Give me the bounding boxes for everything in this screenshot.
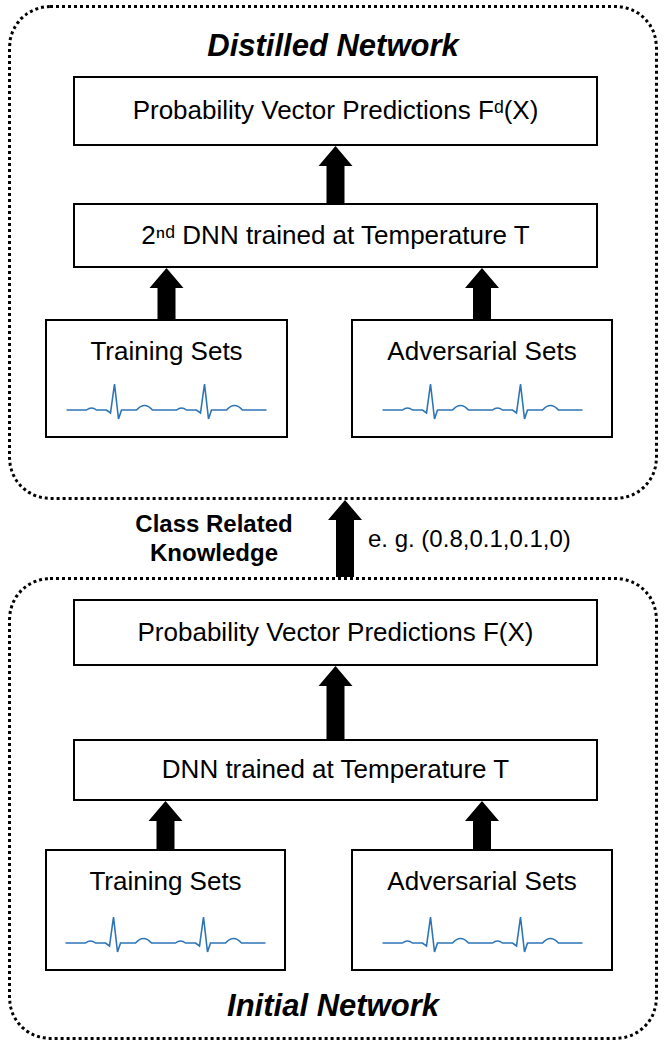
network-container: Initial Network Probability Vector Predic… <box>8 577 658 1040</box>
block-arrow <box>319 666 353 739</box>
example-note: e. g. (0.8,0.1,0.1,0) <box>368 525 571 553</box>
process-box: 2ⁿᵈ DNN trained at Temperature T <box>73 203 598 268</box>
network-container: Distilled NetworkProbability Vector Pred… <box>8 5 658 500</box>
block-arrow <box>328 500 362 577</box>
dataset-box: Training Sets <box>45 849 286 971</box>
ecg-waveform <box>380 382 585 422</box>
process-box: DNN trained at Temperature T <box>73 739 598 801</box>
ecg-trace <box>66 917 266 952</box>
block-arrow <box>465 268 499 319</box>
ecg-waveform <box>380 915 585 955</box>
ecg-trace <box>382 384 582 419</box>
ecg-waveform <box>63 915 268 955</box>
edge-label: Class Related Knowledge <box>114 510 314 568</box>
box-label: Training Sets <box>90 337 242 367</box>
block-arrow <box>149 801 183 849</box>
block-arrow <box>319 146 353 203</box>
box-label: Training Sets <box>89 867 241 897</box>
dataset-box: Adversarial Sets <box>351 319 613 438</box>
ecg-trace <box>67 384 267 419</box>
network-title: Distilled Network <box>11 28 655 64</box>
network-title: Initial Network <box>11 988 655 1024</box>
dataset-box: Training Sets <box>45 319 288 438</box>
block-arrow <box>465 801 499 849</box>
process-box: Probability Vector Predictions Fᵈ(X) <box>73 76 598 146</box>
ecg-trace <box>382 917 582 952</box>
ecg-waveform <box>64 382 269 422</box>
box-label: Probability Vector Predictions Fᵈ(X) <box>133 96 539 126</box>
box-label: DNN trained at Temperature T <box>162 755 509 785</box>
block-arrow <box>150 268 184 319</box>
box-label: Adversarial Sets <box>387 337 576 367</box>
box-label: Adversarial Sets <box>387 867 576 897</box>
box-label: Probability Vector Predictions F(X) <box>138 618 534 648</box>
dataset-box: Adversarial Sets <box>351 849 613 971</box>
process-box: Probability Vector Predictions F(X) <box>73 599 598 666</box>
box-label: 2ⁿᵈ DNN trained at Temperature T <box>141 221 529 251</box>
